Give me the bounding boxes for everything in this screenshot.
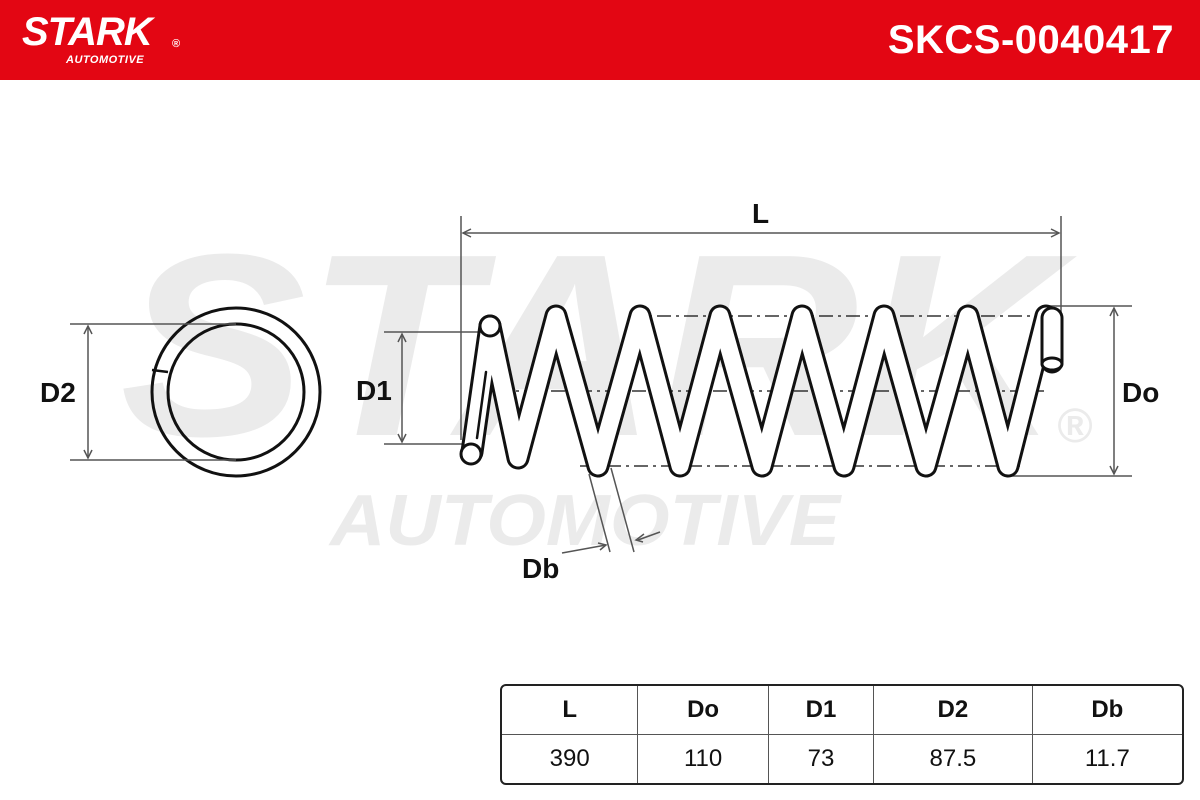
spec-header-row: L Do D1 D2 Db [502, 686, 1182, 735]
d2-dimension [70, 323, 236, 461]
d1-dimension [384, 331, 488, 445]
label-d2: D2 [40, 377, 76, 408]
part-number: SKCS-0040417 [887, 18, 1174, 62]
header-d1: D1 [768, 686, 875, 735]
header-d2: D2 [874, 686, 1033, 735]
value-d2: 87.5 [874, 735, 1033, 783]
brand-logo: STARK ® AUTOMOTIVE [22, 10, 180, 66]
db-dimension [561, 467, 661, 554]
value-do: 110 [638, 735, 769, 783]
value-d1: 73 [769, 735, 875, 783]
spring-side-view [459, 304, 1064, 478]
do-dimension [1010, 305, 1132, 477]
header-db: Db [1032, 686, 1182, 735]
header-bar: STARK ® AUTOMOTIVE SKCS-0040417 [0, 0, 1200, 80]
header-l: L [502, 686, 639, 735]
label-l: L [752, 198, 770, 229]
label-db: Db [522, 553, 560, 584]
value-l: 390 [502, 735, 639, 783]
header-do: Do [638, 686, 769, 735]
label-d1: D1 [356, 375, 392, 406]
registered-mark: ® [172, 38, 181, 50]
brand-name: STARK [22, 10, 153, 54]
value-db: 11.7 [1084, 745, 1130, 772]
spec-table: L Do D1 D2 Db 390 110 73 87.5 11.7 [500, 684, 1184, 785]
spec-value-row: 390 110 73 87.5 11.7 [502, 735, 1182, 783]
watermark-subtitle: AUTOMOTIVE [328, 481, 842, 561]
brand-subtitle: AUTOMOTIVE [66, 54, 145, 66]
watermark-registered-mark: ® [1057, 400, 1092, 453]
label-do: Do [1122, 377, 1160, 408]
